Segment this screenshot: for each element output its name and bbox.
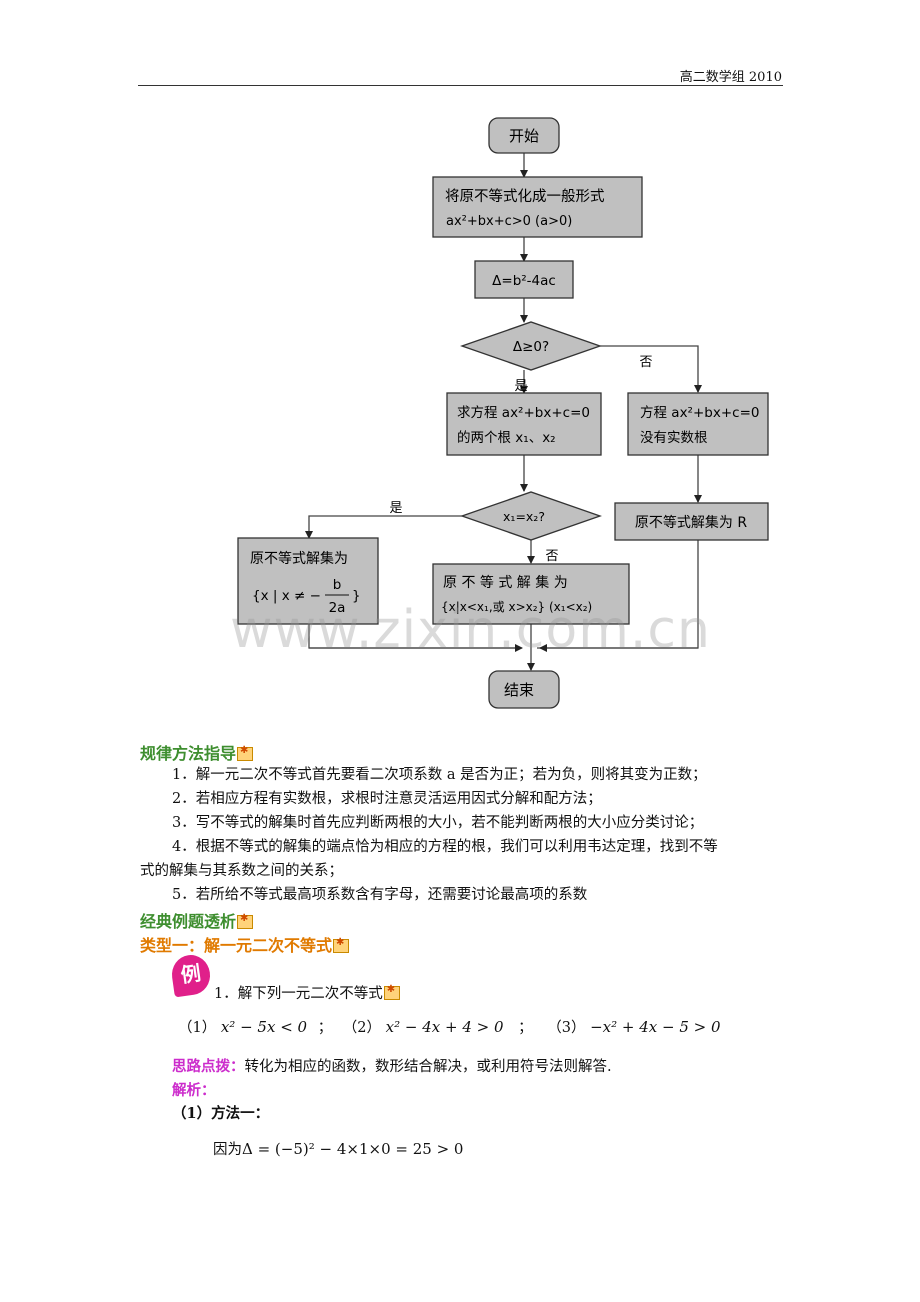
note-icon: [237, 913, 254, 929]
example-badge: 例: [169, 952, 213, 998]
because-line: 因为Δ = (−5)² − 4×1×0 = 25 > 0: [213, 1138, 463, 1159]
no-real-roots-box: [627, 392, 769, 456]
note-icon: [237, 745, 254, 761]
hint-label: 思路点拨：: [172, 1059, 245, 1075]
header-rule: [138, 85, 783, 86]
problem-1-expr: x² − 5x < 0: [220, 1018, 308, 1036]
problem-1-label: （1）: [178, 1020, 217, 1036]
solution-r-box: [614, 502, 769, 541]
solution-equal-close: }: [352, 588, 361, 604]
find-roots-line2: 的两个根 x₁、x₂: [457, 430, 556, 446]
no-real-roots-line1: 方程 ax²+bx+c=0: [640, 405, 759, 421]
no-real-roots-line2: 没有实数根: [640, 430, 708, 446]
start-label: 开始: [509, 127, 539, 145]
decision-equal-roots: [460, 491, 602, 541]
methods-item-2: 2．若相应方程有实数根，求根时注意灵活运用因式分解和配方法；: [172, 791, 602, 807]
note-icon: [383, 984, 400, 1000]
start-terminal: [488, 117, 560, 154]
problem-3-label: （3）: [547, 1020, 586, 1036]
solution-distinct-box: [432, 563, 630, 625]
general-form-line1: 将原不等式化成一般形式: [445, 187, 605, 205]
find-roots-box: [446, 392, 602, 456]
end-terminal: [488, 670, 560, 709]
fraction-denominator: 2a: [329, 600, 346, 616]
flowchart: 开始 将原不等式化成一般形式 ax²+bx+c>0 (a>0) Δ=b²-4ac…: [237, 117, 769, 709]
problem-statement: 1．解下列一元二次不等式: [214, 982, 400, 1003]
methods-item-4-cont: 式的解集与其系数之间的关系；: [140, 863, 343, 879]
problem-2-expr: x² − 4x + 4 > 0: [385, 1018, 504, 1036]
fraction-numerator: b: [333, 577, 342, 593]
solution-distinct-line1: 原 不 等 式 解 集 为: [443, 574, 568, 591]
no-label-1: 否: [639, 355, 652, 370]
hint-text: 转化为相应的函数，数形结合解决，或利用符号法则解答.: [244, 1059, 612, 1075]
discriminant-box: [474, 260, 574, 299]
method-one-label: （1）方法一：: [172, 1105, 270, 1122]
because-word: 因为: [213, 1142, 242, 1158]
methods-item-4: 4．根据不等式的解集的端点恰为相应的方程的根，我们可以利用韦达定理，找到不等: [172, 839, 718, 855]
solution-equal-line1: 原不等式解集为: [250, 550, 348, 567]
watermark: www.zixin.com.cn: [230, 600, 711, 660]
methods-item-5: 5．若所给不等式最高项系数含有字母，还需要讨论最高项的系数: [172, 887, 588, 903]
end-label: 结束: [504, 681, 534, 699]
problem-list: （1） x² − 5x < 0 ； （2） x² − 4x + 4 > 0 ； …: [178, 1016, 721, 1037]
no-label-2: 否: [545, 549, 558, 564]
general-form-line2: ax²+bx+c>0 (a>0): [446, 214, 572, 229]
solution-r-label: 原不等式解集为 R: [635, 514, 747, 531]
find-roots-line1: 求方程 ax²+bx+c=0: [457, 405, 590, 421]
methods-title: 规律方法指导: [140, 740, 254, 764]
type-one-title: 类型一：解一元二次不等式: [140, 932, 350, 956]
methods-item-1: 1．解一元二次不等式首先要看二次项系数 a 是否为正；若为负，则将其变为正数；: [172, 767, 707, 783]
general-form-box: [432, 176, 643, 238]
yes-label-1: 是: [514, 379, 527, 394]
yes-label-2: 是: [389, 501, 402, 516]
solution-equal-line2: {x | x ≠ −: [252, 588, 321, 604]
hint-line: 思路点拨：转化为相应的函数，数形结合解决，或利用符号法则解答.: [172, 1055, 612, 1076]
decision-equal-label: x₁=x₂?: [503, 509, 545, 524]
decision-delta-nonneg: [460, 321, 602, 371]
page-header: 高二数学组 2010: [679, 70, 782, 85]
examples-title: 经典例题透析: [140, 908, 254, 932]
analysis-label: 解析：: [172, 1083, 216, 1099]
decision-delta-label: Δ≥0?: [513, 339, 549, 355]
note-icon: [333, 937, 350, 953]
separator-2: ；: [518, 1020, 533, 1036]
solution-distinct-line2: {x|x<x₁,或 x>x₂} (x₁<x₂): [441, 600, 592, 614]
problem-2-label: （2）: [342, 1020, 382, 1036]
delta-expression: Δ = (−5)² − 4×1×0 = 25 > 0: [242, 1140, 464, 1158]
solution-equal-box: [237, 537, 379, 625]
problem-3-expr: −x² + 4x − 5 > 0: [590, 1018, 721, 1036]
methods-item-3: 3．写不等式的解集时首先应判断两根的大小，若不能判断两根的大小应分类讨论；: [172, 815, 704, 831]
discriminant-label: Δ=b²-4ac: [492, 273, 556, 289]
separator-1: ；: [317, 1020, 333, 1036]
